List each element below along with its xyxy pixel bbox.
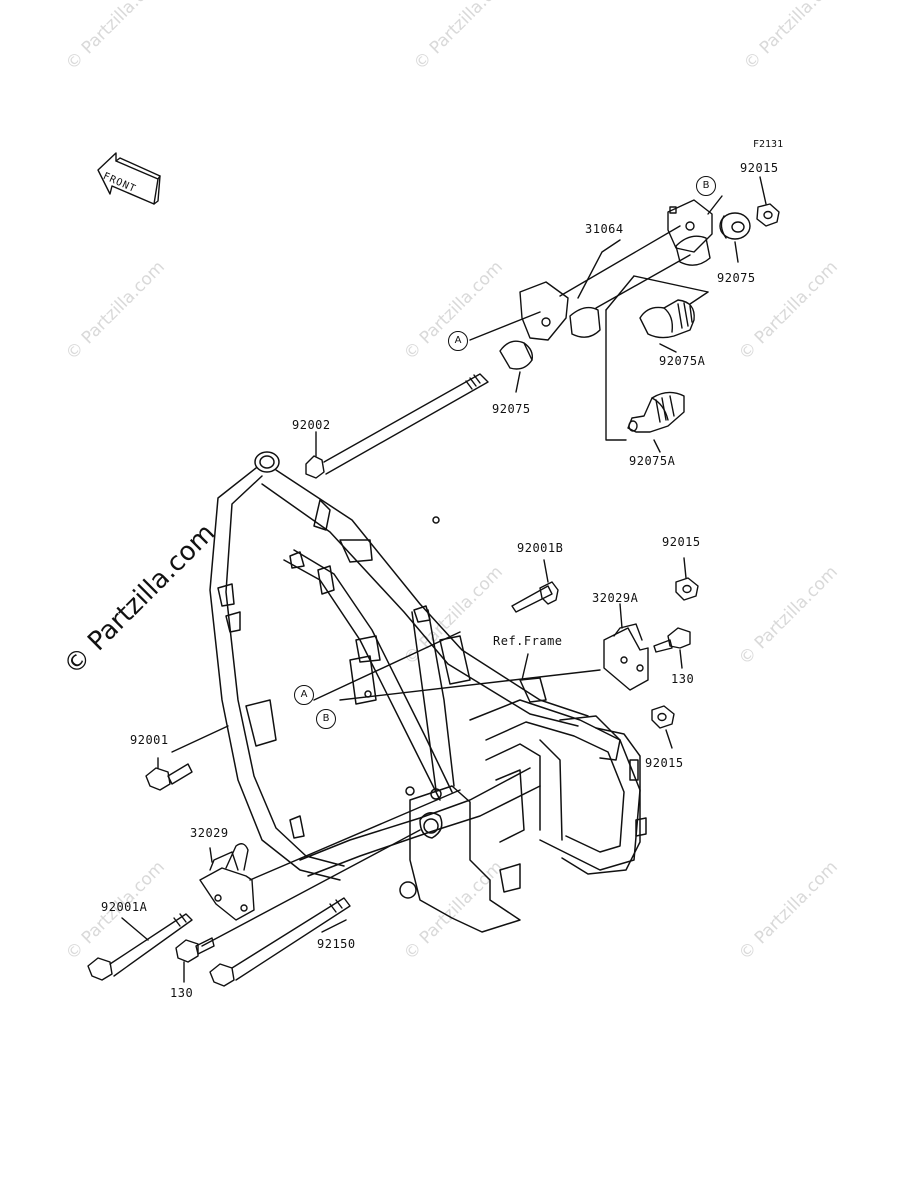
callout-b-frame: B bbox=[316, 709, 336, 729]
bolt-92150 bbox=[209, 897, 351, 987]
washer-92075-right bbox=[719, 212, 751, 240]
bolt-130-right bbox=[653, 627, 691, 653]
ref-frame-label: Ref.Frame bbox=[493, 634, 563, 648]
part-label-130-right: 130 bbox=[671, 672, 695, 686]
front-arrow-icon bbox=[97, 152, 161, 205]
engine-mount-bracket bbox=[519, 199, 713, 341]
bolt-92001a bbox=[87, 913, 193, 981]
washer-92075-left bbox=[499, 340, 534, 370]
part-label-92001: 92001 bbox=[130, 733, 169, 747]
diagram-code: F2131 bbox=[753, 139, 784, 150]
nut-92015-top bbox=[756, 203, 780, 227]
part-label-92015-top: 92015 bbox=[740, 161, 779, 175]
bolt-92001b bbox=[511, 581, 559, 613]
bolt-92002 bbox=[305, 373, 489, 479]
bolt-92001 bbox=[145, 763, 193, 791]
part-label-32029: 32029 bbox=[190, 826, 229, 840]
nut-92015-mid bbox=[675, 577, 699, 601]
part-label-92075-right: 92075 bbox=[717, 271, 756, 285]
part-label-92015-low: 92015 bbox=[645, 756, 684, 770]
part-label-32029a: 32029A bbox=[592, 591, 639, 605]
part-label-31064: 31064 bbox=[585, 222, 624, 236]
part-label-92001a: 92001A bbox=[101, 900, 148, 914]
part-label-92002: 92002 bbox=[292, 418, 331, 432]
part-label-92075a-upper: 92075A bbox=[659, 354, 706, 368]
callout-b-upper: B bbox=[696, 176, 716, 196]
motorcycle-frame bbox=[209, 451, 647, 933]
nut-92015-low bbox=[651, 705, 675, 729]
bracket-32029 bbox=[199, 843, 255, 921]
part-label-92075a-lower: 92075A bbox=[629, 454, 676, 468]
callout-a-frame: A bbox=[294, 685, 314, 705]
part-label-92015-mid: 92015 bbox=[662, 535, 701, 549]
part-label-92150: 92150 bbox=[317, 937, 356, 951]
bracket-32029a bbox=[603, 623, 649, 691]
callout-a-upper: A bbox=[448, 331, 468, 351]
part-label-92075-left: 92075 bbox=[492, 402, 531, 416]
part-label-130-left: 130 bbox=[170, 986, 194, 1000]
bolt-130-left bbox=[175, 937, 215, 963]
part-label-92001b: 92001B bbox=[517, 541, 564, 555]
damper-92075a-lower bbox=[627, 391, 685, 433]
damper-92075a-upper bbox=[639, 299, 695, 339]
